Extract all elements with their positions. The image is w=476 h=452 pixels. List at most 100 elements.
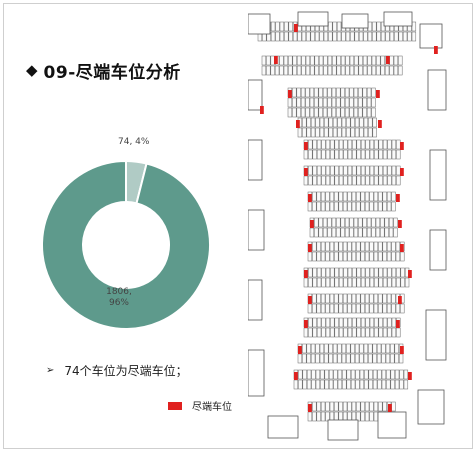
parking-stall [365, 139, 370, 150]
parking-stall [366, 217, 372, 228]
parking-stall [364, 369, 369, 380]
parking-stall [325, 267, 331, 278]
parking-stall [337, 369, 343, 380]
parking-stall [342, 241, 348, 252]
parking-stall [325, 201, 330, 212]
parking-stall [390, 369, 395, 380]
parking-stall [315, 343, 320, 354]
parking-stall [307, 303, 313, 314]
parking-stall [301, 65, 306, 76]
parking-stall [394, 31, 399, 42]
slide-title: ◆ 09-尽端车位分析 [26, 58, 181, 84]
parking-stall [338, 175, 344, 186]
parking-stall [382, 165, 388, 176]
parking-stall [284, 31, 289, 42]
parking-stall [334, 293, 339, 304]
parking-stall [378, 303, 383, 314]
parking-stall [338, 293, 343, 304]
end-parking-stall-mark [304, 270, 308, 278]
parking-stall [352, 149, 357, 160]
parking-stall [363, 117, 369, 128]
parking-stall [315, 353, 320, 364]
parking-stall [320, 369, 325, 380]
parking-stall [384, 65, 390, 76]
parking-stall [315, 127, 320, 138]
parking-stall [360, 293, 365, 304]
parking-stall [376, 31, 381, 42]
parking-stall [391, 277, 397, 288]
parking-stall [306, 343, 311, 354]
parking-stall [340, 217, 345, 228]
parking-stall [393, 217, 398, 228]
end-parking-stall-mark [296, 120, 300, 128]
parking-stall [301, 31, 307, 42]
building-block [383, 11, 413, 27]
parking-stall [336, 65, 341, 76]
parking-stall [354, 353, 360, 364]
parking-stall [323, 65, 328, 76]
parking-stall [353, 107, 359, 118]
parking-stall [312, 149, 317, 160]
parking-stall [297, 353, 303, 364]
parking-stall [378, 191, 383, 202]
parking-stall [328, 379, 334, 390]
parking-stall [325, 293, 330, 304]
parking-stall [352, 267, 357, 278]
parking-stall [387, 317, 392, 328]
parking-stall [323, 31, 329, 42]
parking-stall [292, 65, 297, 76]
parking-stall [354, 117, 360, 128]
parking-stall [261, 65, 267, 76]
parking-stall [352, 317, 357, 328]
parking-stall [310, 117, 316, 128]
parking-stall [372, 343, 377, 354]
parking-stall [369, 327, 375, 338]
end-parking-stall-mark [400, 142, 404, 150]
parking-stall [360, 401, 365, 412]
parking-stall [332, 21, 337, 32]
parking-stall [358, 87, 363, 98]
parking-stall [346, 353, 351, 364]
parking-stall [381, 379, 387, 390]
parking-stall [315, 369, 321, 380]
parking-stall [318, 97, 323, 108]
parking-stall [366, 107, 372, 118]
parking-stall [360, 191, 365, 202]
parking-stall [283, 65, 289, 76]
parking-stall [300, 107, 306, 118]
end-parking-stall-mark [396, 194, 400, 202]
parking-stall [349, 87, 354, 98]
parking-stall [391, 267, 397, 278]
parking-stall [391, 165, 397, 176]
parking-stall [330, 277, 335, 288]
parking-stall [371, 107, 376, 118]
parking-stall [329, 303, 335, 314]
parking-stall [387, 277, 392, 288]
parking-stall [378, 293, 383, 304]
parking-stall [346, 369, 351, 380]
parking-stall [283, 55, 289, 66]
parking-stall [329, 201, 335, 212]
parking-stall [316, 241, 321, 252]
parking-stall [356, 277, 361, 288]
parking-stall [319, 353, 325, 364]
parking-stall [325, 165, 331, 176]
parking-stall [369, 303, 374, 314]
parking-stall [338, 139, 344, 150]
parking-stall [378, 327, 383, 338]
parking-stall [306, 369, 312, 380]
parking-stall [359, 369, 365, 380]
parking-stall [320, 251, 326, 262]
parking-stall [360, 277, 366, 288]
parking-stall [296, 87, 301, 98]
parking-stall [356, 165, 361, 176]
parking-stall [347, 241, 352, 252]
parking-stall [334, 241, 339, 252]
parking-stall [310, 65, 315, 76]
parking-stall [369, 401, 374, 412]
parking-stall [321, 317, 326, 328]
parking-stall [342, 379, 347, 390]
parking-stall [334, 201, 339, 212]
parking-stall [374, 327, 379, 338]
parking-stall [306, 31, 311, 42]
